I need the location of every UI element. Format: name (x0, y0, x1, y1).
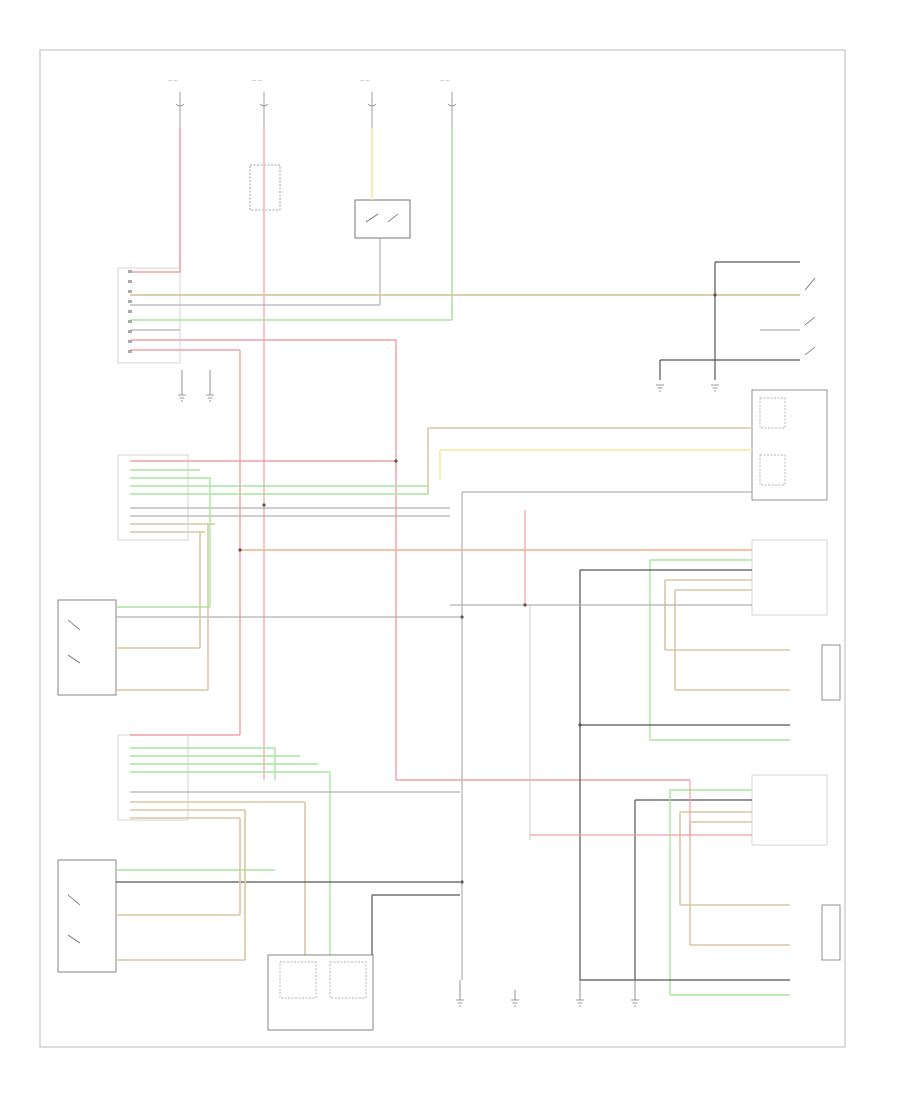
fuse-label: — — (440, 78, 450, 83)
right-window-switch-block (751, 389, 828, 501)
fuse-label: — — (252, 78, 262, 83)
page-frame (39, 49, 846, 1048)
connector-pins (128, 270, 132, 353)
ground-symbols-bottom (456, 980, 639, 1007)
fuse-3 (367, 92, 377, 128)
fuse-2 (259, 92, 269, 128)
switch-contact (67, 619, 81, 664)
left-control-connector (117, 267, 181, 364)
left-window-switch-box (57, 599, 117, 696)
right-window-motor (821, 644, 841, 701)
switch-inner (759, 397, 786, 429)
lock-switch-inner (329, 961, 367, 999)
lock-switch-inner (279, 961, 317, 999)
left-window-connector (117, 454, 189, 541)
rear-window-motor (821, 904, 841, 961)
relay-block (249, 164, 281, 211)
front-door-switch-box (57, 859, 117, 973)
ground-symbols-right (656, 384, 719, 392)
lock-switch-block (267, 954, 374, 1031)
right-door-module-connector (751, 539, 828, 616)
fuse-4 (447, 92, 457, 128)
switch-contact (365, 213, 399, 223)
switch-inner (759, 454, 786, 486)
fuse-group (175, 92, 457, 128)
door-switch-block (354, 199, 411, 239)
junction-dots (238, 293, 717, 884)
fuse-label: — — (168, 78, 178, 83)
fuse-1 (175, 92, 185, 128)
switch-contact (67, 894, 81, 944)
rear-door-module-connector (751, 774, 828, 846)
ground-symbols-top (178, 370, 214, 402)
switch-symbol (804, 277, 816, 356)
fuse-label: — — (360, 78, 370, 83)
